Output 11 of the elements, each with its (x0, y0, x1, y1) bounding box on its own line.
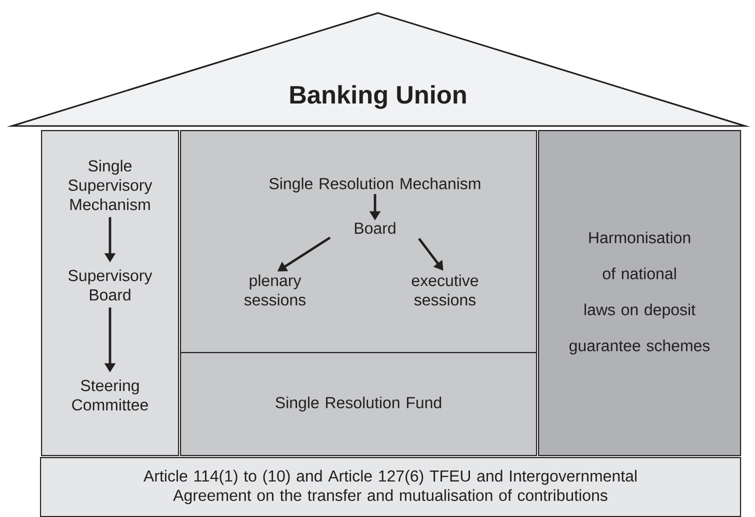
label: Board (354, 222, 396, 234)
label: Single Supervisory Mechanism (68, 160, 152, 210)
label: executive sessions (412, 274, 478, 306)
label: plenary sessions (244, 274, 306, 306)
harmonisation-box: Harmonisation of national laws on deposit guarantee schemes (538, 130, 742, 456)
label: Steering Committee (72, 379, 148, 411)
label: Supervisory Board (68, 269, 152, 301)
fund-box: Single Resolution Fund (180, 352, 538, 456)
pillar-box (41, 130, 180, 456)
label: Single Resolution Mechanism (269, 178, 480, 192)
legal-basis-box: Article 114(1) to (10) and Article 127(6) TFEU and Intergovernmental Agreement on the transfer and mutualisation of contributions (40, 457, 742, 517)
